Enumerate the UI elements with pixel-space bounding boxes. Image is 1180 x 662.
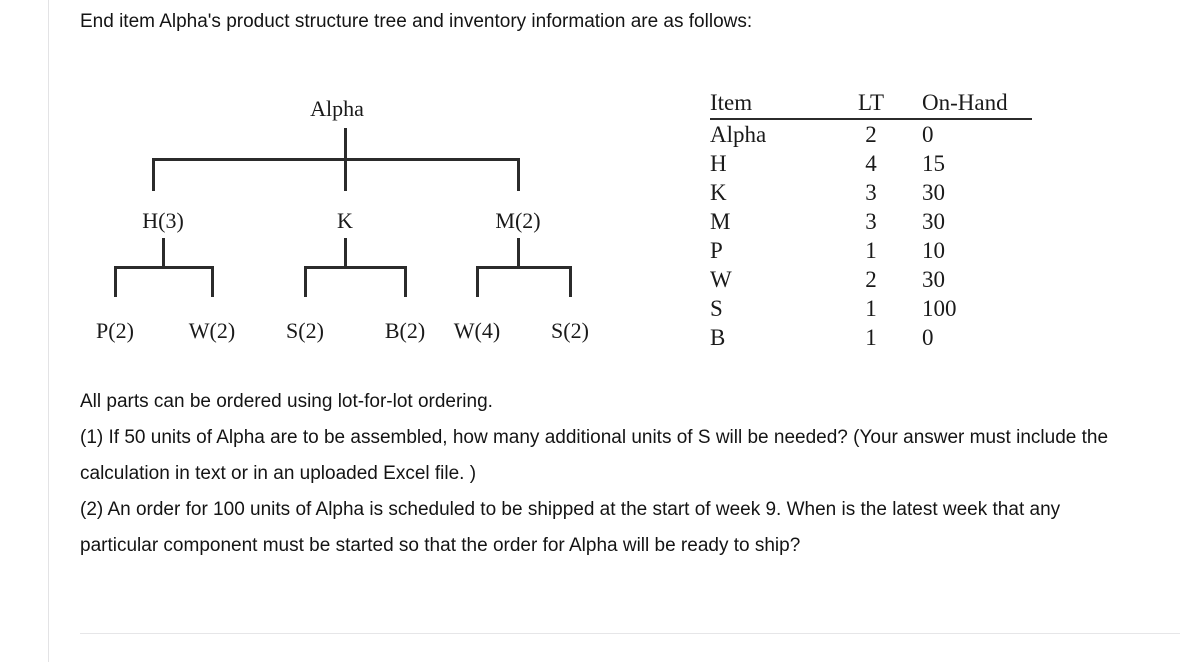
cell-lt: 3 — [865, 180, 877, 205]
tree-node-w2: W(2) — [188, 318, 236, 343]
cell-on-hand: 0 — [922, 325, 934, 350]
table-row: K 3 30 — [710, 178, 1032, 207]
question-part-1: (1) If 50 units of Alpha are to be assem… — [80, 427, 1109, 484]
tree-connector-k-bar — [304, 266, 406, 269]
table-row: W 2 30 — [710, 265, 1032, 294]
cell-item: K — [710, 180, 727, 205]
cell-lt: 1 — [865, 238, 877, 263]
tree-connector-h-bar — [114, 266, 213, 269]
tree-node-s-under-k: S(2) — [286, 318, 324, 343]
cell-on-hand: 30 — [922, 267, 945, 292]
tree-node-w4: W(4) — [453, 318, 501, 343]
tree-connector-root-stem — [344, 128, 347, 160]
question-part-2: (2) An order for 100 units of Alpha is s… — [80, 499, 1061, 556]
tree-node-alpha: Alpha — [310, 96, 364, 121]
cell-lt: 1 — [865, 325, 877, 350]
table-row: B 1 0 — [710, 323, 1032, 352]
table-row: P 1 10 — [710, 236, 1032, 265]
tree-connector-to-h — [152, 158, 155, 191]
tree-connector-m-bar — [476, 266, 571, 269]
cell-on-hand: 0 — [922, 122, 934, 147]
cell-on-hand: 30 — [922, 180, 945, 205]
tree-node-m: M(2) — [495, 208, 541, 233]
cell-item: B — [710, 325, 726, 350]
column-header-on-hand: On-Hand — [904, 88, 1032, 120]
tree-connector-to-s1 — [304, 266, 307, 297]
tree-connector-to-w2 — [211, 266, 214, 297]
cell-item: H — [710, 151, 727, 176]
table-row: S 1 100 — [710, 294, 1032, 323]
tree-connector-m-stem — [517, 238, 520, 268]
tree-connector-to-w4 — [476, 266, 479, 297]
tree-node-p: P(2) — [96, 318, 134, 343]
tree-connector-to-b — [404, 266, 407, 297]
tree-node-k: K — [337, 208, 353, 233]
tree-connector-to-m — [517, 158, 520, 191]
tree-connector-k-stem — [344, 238, 347, 268]
table-row: Alpha 2 0 — [710, 119, 1032, 149]
tree-connector-to-p — [114, 266, 117, 297]
cell-item: S — [710, 296, 723, 321]
inventory-table: Item LT On-Hand Alpha 2 0 H 4 15 K 3 30 — [710, 88, 1032, 352]
column-header-item: Item — [710, 88, 838, 120]
tree-node-s-under-m: S(2) — [551, 318, 589, 343]
tree-node-b: B(2) — [384, 318, 426, 343]
intro-text: End item Alpha's product structure tree … — [80, 11, 753, 32]
cell-lt: 2 — [865, 267, 877, 292]
cell-lt: 3 — [865, 209, 877, 234]
cell-on-hand: 100 — [922, 296, 957, 321]
cell-lt: 4 — [865, 151, 877, 176]
cell-item: W — [710, 267, 732, 292]
tree-connector-to-s2 — [569, 266, 572, 297]
cell-lt: 1 — [865, 296, 877, 321]
page-bottom-divider — [80, 633, 1180, 634]
tree-node-h: H(3) — [142, 208, 184, 233]
table-row: M 3 30 — [710, 207, 1032, 236]
page-left-divider — [48, 0, 49, 662]
table-row: H 4 15 — [710, 149, 1032, 178]
tree-connector-h-stem — [162, 238, 165, 268]
tree-connector-level1-bar — [152, 158, 519, 161]
cell-on-hand: 10 — [922, 238, 945, 263]
cell-on-hand: 15 — [922, 151, 945, 176]
cell-item: Alpha — [710, 122, 767, 147]
cell-item: P — [710, 238, 723, 263]
tree-connector-to-k — [344, 158, 347, 191]
table-header-row: Item LT On-Hand — [710, 88, 1032, 120]
cell-on-hand: 30 — [922, 209, 945, 234]
question-body: All parts can be ordered using lot-for-l… — [80, 384, 1140, 564]
column-header-lt: LT — [838, 88, 904, 120]
ordering-note: All parts can be ordered using lot-for-l… — [80, 391, 493, 412]
product-structure-tree: Alpha H(3) K M(2) P(2) W(2) S(2) B(2) W(… — [0, 0, 660, 360]
cell-item: M — [710, 209, 731, 234]
cell-lt: 2 — [865, 122, 877, 147]
